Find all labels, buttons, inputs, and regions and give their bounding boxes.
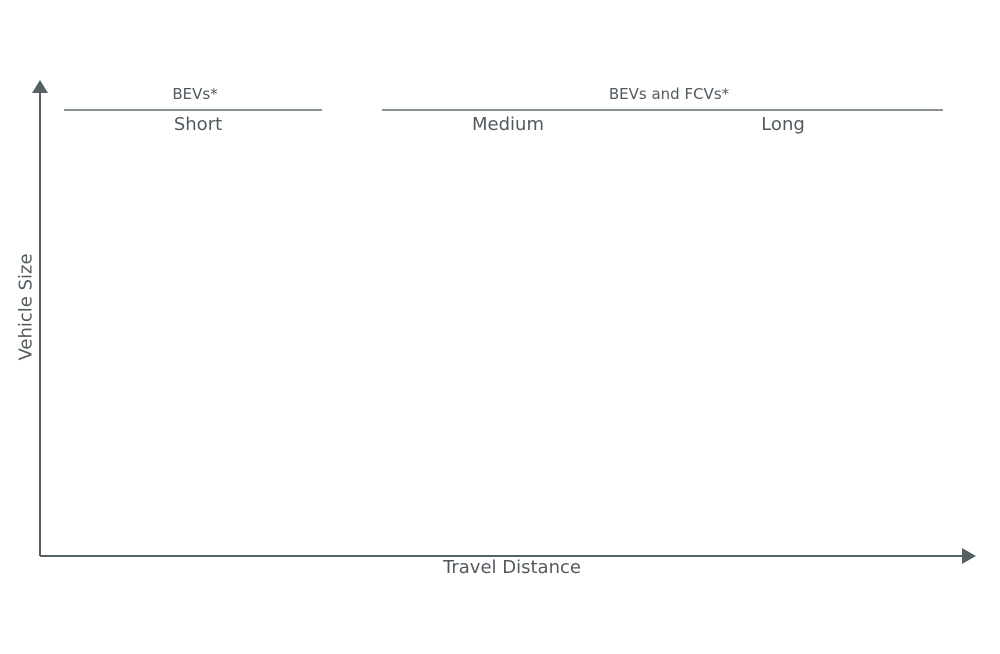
y-axis-label: Vehicle Size xyxy=(15,253,37,361)
y-axis-arrowhead xyxy=(32,80,48,93)
category-label-medium: Medium xyxy=(472,114,544,135)
group-label-bevs: BEVs* xyxy=(172,85,218,103)
category-label-long: Long xyxy=(761,114,805,135)
category-label-short: Short xyxy=(173,114,223,135)
group-label-bevs-and-fcvs: BEVs and FCVs* xyxy=(608,85,730,103)
x-axis-label: Travel Distance xyxy=(443,557,581,578)
x-axis-arrowhead xyxy=(962,548,976,564)
